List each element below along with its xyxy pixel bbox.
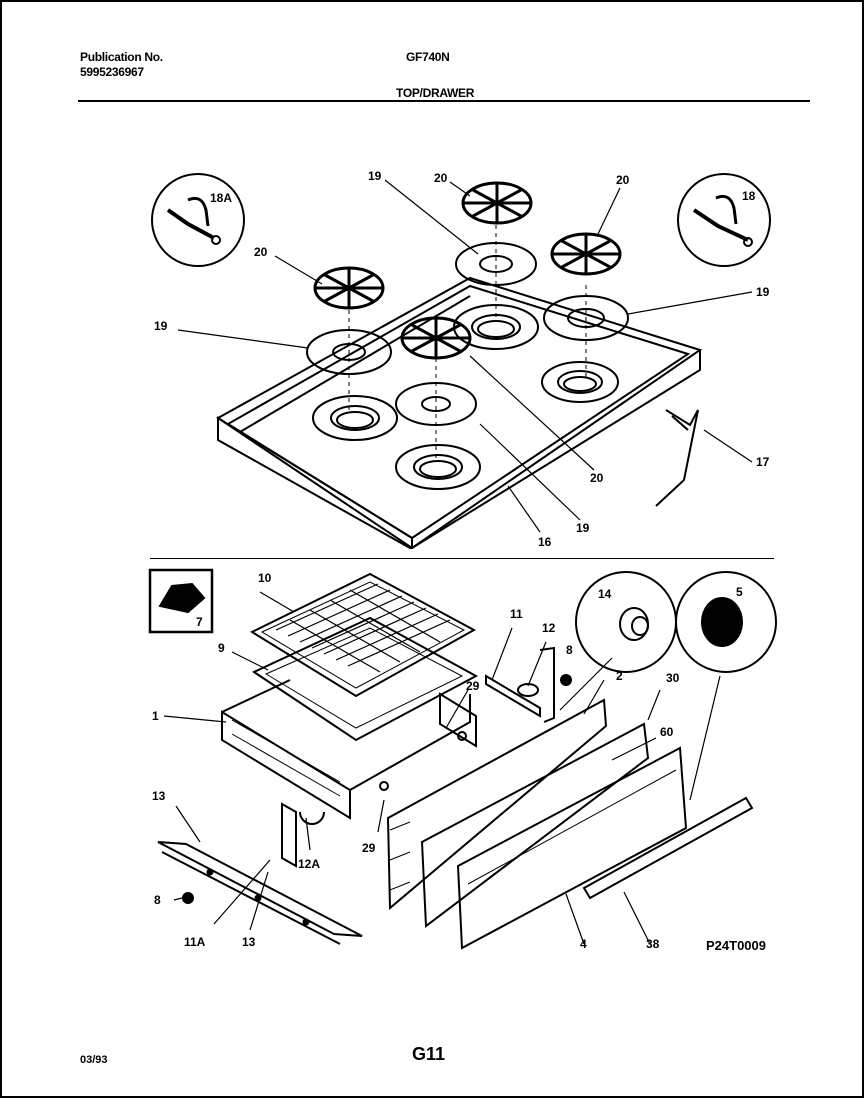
burner-bowl (395, 444, 481, 490)
broiler-pan (251, 616, 479, 742)
callout-12A: 12A (298, 857, 320, 871)
revision-date: 03/93 (80, 1054, 108, 1066)
callout-12: 12 (542, 621, 556, 635)
callout-20d: 20 (590, 471, 604, 485)
callout-4: 4 (580, 937, 587, 951)
callout-2: 2 (616, 669, 623, 683)
callout-18A: 18A (210, 191, 232, 205)
support-rod (655, 409, 699, 507)
detail-circle-5 (675, 571, 777, 673)
callout-13b: 13 (242, 935, 256, 949)
callout-8a: 8 (566, 643, 573, 657)
callout-8b: 8 (154, 893, 161, 907)
callout-18: 18 (742, 189, 756, 203)
glide-bracket (182, 802, 325, 904)
detail-circle-14 (575, 571, 677, 673)
callout-19d: 19 (576, 521, 590, 535)
callout-38: 38 (646, 937, 660, 951)
drawer-front-panel (420, 722, 650, 928)
callout-30: 30 (666, 671, 680, 685)
header-rule (78, 100, 810, 102)
callout-7: 7 (196, 615, 203, 629)
callout-13a: 13 (152, 789, 166, 803)
callout-16: 16 (538, 535, 552, 549)
burner-grate (313, 266, 385, 310)
callout-29b: 29 (362, 841, 376, 855)
callout-60: 60 (660, 725, 674, 739)
callout-19c: 19 (756, 285, 770, 299)
drawer-body (221, 679, 477, 820)
callout-5: 5 (736, 585, 743, 599)
callout-20c: 20 (254, 245, 268, 259)
callout-labels: 18A 19 20 20 20 18 19 20 19 19 20 19 17 … (152, 169, 770, 951)
callout-11: 11 (510, 607, 523, 621)
trim-strip (582, 796, 754, 900)
detail-circle-18A (151, 173, 245, 267)
drawing-number: P24T0009 (706, 938, 766, 953)
callout-17: 17 (756, 455, 770, 469)
section-divider (150, 558, 774, 559)
cooktop-panel (216, 276, 703, 550)
detail-box-7 (148, 568, 214, 634)
callout-11A: 11A (184, 935, 206, 949)
callout-10: 10 (258, 571, 272, 585)
bracket (485, 646, 572, 723)
burner-grate (550, 232, 622, 276)
callout-1: 1 (152, 709, 159, 723)
callout-19a: 19 (368, 169, 382, 183)
callout-20b: 20 (616, 173, 630, 187)
drawer-front-inner (386, 698, 608, 911)
broiler-grid (249, 572, 477, 698)
detail-circle-18 (677, 173, 771, 267)
publication-number: 5995236967 (80, 65, 144, 79)
callout-29a: 29 (466, 679, 480, 693)
section-title: TOP/DRAWER (396, 86, 475, 100)
drawer-front-outer (456, 746, 688, 950)
burner-grate (400, 316, 472, 360)
page-number: G11 (412, 1044, 446, 1064)
model-number: GF740N (406, 50, 450, 64)
burner-grate (461, 181, 533, 225)
callout-19b: 19 (154, 319, 168, 333)
callout-9: 9 (218, 641, 225, 655)
callout-14: 14 (598, 587, 612, 601)
burner-bowl (541, 361, 619, 403)
publication-label: Publication No. (80, 50, 163, 64)
burner-bowl (312, 395, 398, 441)
callout-20a: 20 (434, 171, 448, 185)
